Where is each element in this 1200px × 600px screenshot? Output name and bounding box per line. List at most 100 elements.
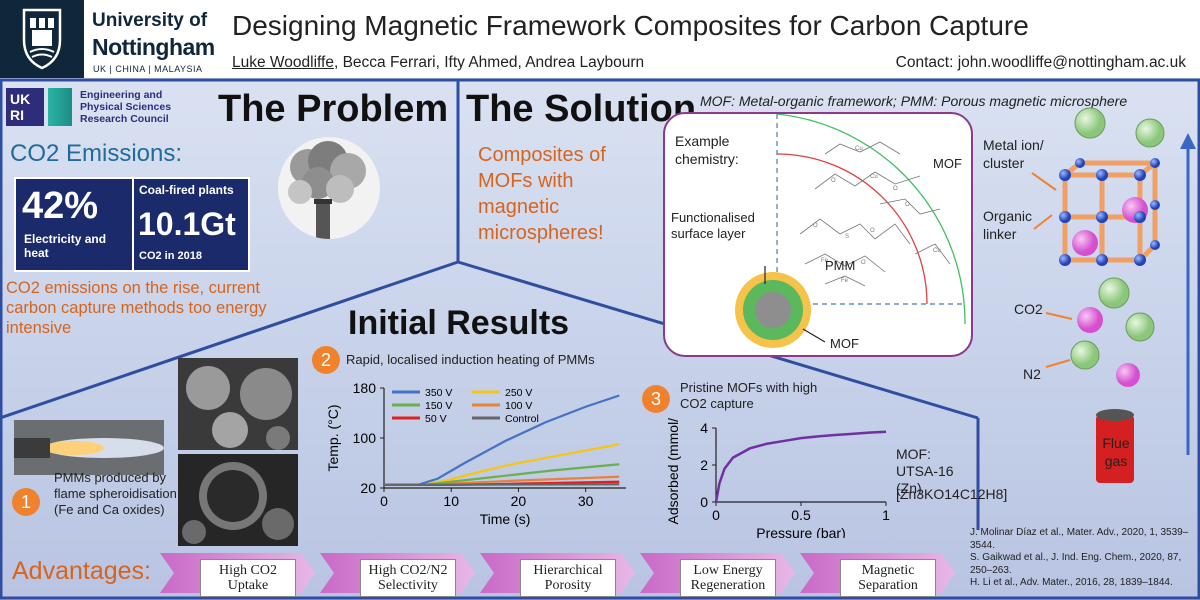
svg-text:Fe: Fe	[841, 278, 849, 284]
epsrc-name: Engineering and Physical Sciences Resear…	[80, 89, 172, 125]
y-axis-label: Temp. (°C)	[325, 404, 341, 471]
smokestack-image	[278, 137, 380, 239]
coal-plants-year-label: CO2 in 2018	[139, 250, 202, 262]
advantage-item-3: Hierarchical Porosity	[520, 559, 616, 597]
x-tick-label: 1	[882, 507, 890, 523]
x-tick-label: 0	[380, 493, 388, 509]
sem-image-microspheres	[178, 358, 298, 450]
series-line-0	[384, 394, 620, 486]
flame-photo	[14, 420, 164, 475]
metal-ion-label: Metal ion/ cluster	[983, 137, 1044, 171]
step-1-badge: 1	[12, 488, 40, 516]
svg-text:O: O	[861, 260, 866, 266]
y-tick-label: 20	[360, 480, 376, 496]
sem-image-cross-section	[178, 454, 298, 546]
svg-text:O: O	[870, 228, 875, 234]
author-list: Luke Woodliffe, Becca Ferrari, Ifty Ahme…	[232, 54, 644, 72]
stat-divider	[132, 177, 134, 272]
step-2-badge: 2	[312, 346, 340, 374]
lead-author: Luke Woodliffe	[232, 54, 334, 71]
legend-entry: 100 V	[505, 400, 532, 412]
organic-linker-label: Organic linker	[983, 208, 1033, 242]
x-tick-label: 20	[511, 493, 527, 509]
abbreviation-note: MOF: Metal-organic framework; PMM: Porou…	[700, 93, 1128, 109]
advantage-item-1: High CO2 Uptake	[200, 559, 296, 597]
pmm-label: PMM	[825, 258, 856, 273]
advantage-item-2: High CO2/N2 Selectivity	[360, 559, 456, 597]
x-axis-label: Pressure (bar)	[756, 525, 845, 538]
y-tick-label: 0	[700, 494, 708, 510]
electricity-label: Electricity and heat	[24, 232, 107, 260]
mof-shell-label: MOF	[830, 336, 859, 351]
x-tick-label: 30	[578, 493, 594, 509]
co2-molecule-label: CO2	[1014, 301, 1043, 317]
results-heading: Initial Results	[348, 304, 570, 342]
y-axis-label: Adsorbed (mmol/g)	[665, 418, 681, 525]
mof-name-note: MOF: UTSA-16 (Zn)	[896, 446, 954, 496]
advantage-item-5: Magnetic Separation	[840, 559, 936, 597]
legend-entry: 150 V	[425, 400, 452, 412]
epsrc-logo-mark	[48, 88, 72, 126]
svg-text:Cu: Cu	[855, 146, 863, 152]
mof-formula: [Zn3KO14C12H8]	[896, 486, 1008, 502]
reference-2: S. Gaikwad et al., J. Ind. Eng. Chem., 2…	[970, 552, 1182, 576]
ukri-logo: UK RI	[6, 88, 44, 126]
x-tick-label: 10	[443, 493, 459, 509]
example-chemistry-label: Example chemistry:	[675, 133, 739, 167]
legend-entry: 350 V	[425, 387, 452, 399]
university-name-line2: Nottingham	[92, 34, 215, 60]
advantage-item-4: Low Energy Regeneration	[680, 559, 776, 597]
legend-entry: 50 V	[425, 413, 447, 425]
svg-text:O: O	[893, 186, 898, 192]
x-axis-label: Time (s)	[480, 511, 531, 527]
header-bar	[0, 0, 1200, 78]
axes: 0 10 20 30 20 100 180	[353, 380, 626, 509]
advantages-label: Advantages:	[12, 557, 151, 585]
step-3-badge: 3	[642, 385, 670, 413]
step-3-caption: Pristine MOFs with high CO2 capture	[680, 380, 818, 411]
series-line-0	[714, 430, 887, 503]
functionalised-layer-label: Functionalised surface layer	[671, 210, 755, 241]
step-1-caption: PMMs produced by flame spheroidisation (…	[54, 470, 177, 517]
y-tick-label: 100	[353, 430, 377, 446]
university-crest-logo	[0, 0, 84, 78]
contact-email: Contact: john.woodliffe@nottingham.ac.uk	[895, 54, 1186, 71]
co2-emissions-label: CO2 Emissions:	[10, 140, 183, 167]
flue-gas-label: Flue gas	[1102, 435, 1130, 469]
n2-molecule-label: N2	[1023, 366, 1041, 382]
reference-1: J. Molinar Díaz et al., Mater. Adv., 202…	[970, 527, 1189, 551]
mof-framework-diagram	[1031, 107, 1196, 483]
x-tick-label: 0	[712, 507, 720, 523]
svg-text:O: O	[905, 202, 910, 208]
co-authors: , Becca Ferrari, Ifty Ahmed, Andrea Layb…	[333, 54, 645, 71]
series-line-5	[383, 483, 620, 486]
legend-entry: 250 V	[505, 387, 532, 399]
problem-heading: The Problem	[218, 88, 449, 130]
solution-description: Composites of MOFs with magnetic microsp…	[478, 144, 606, 244]
advantages-row: High CO2 Uptake High CO2/N2 Selectivity Hi…	[160, 553, 960, 598]
step-2-caption: Rapid, localised induction heating of PM…	[346, 352, 595, 367]
y-tick-label: 4	[700, 420, 708, 436]
legend-entry: Control	[505, 413, 539, 425]
legend: 350 V 250 V 150 V 100 V 50 V Control	[392, 387, 539, 425]
university-name-line1: University of	[92, 10, 208, 31]
svg-text:Cu: Cu	[870, 174, 878, 180]
y-tick-label: 2	[700, 457, 708, 473]
svg-text:Cu: Cu	[933, 248, 941, 254]
y-tick-label: 180	[353, 380, 377, 396]
coal-plants-value: 10.1Gt	[138, 206, 236, 242]
solution-heading: The Solution	[466, 88, 697, 130]
university-campuses: UK | CHINA | MALAYSIA	[93, 64, 203, 74]
svg-text:O: O	[831, 178, 836, 184]
mof-layer-label: MOF	[933, 156, 962, 171]
reference-3: H. Li et al., Adv. Mater., 2016, 28, 183…	[970, 577, 1173, 588]
svg-text:O: O	[813, 223, 818, 229]
references: J. Molinar Díaz et al., Mater. Adv., 202…	[970, 527, 1196, 590]
electricity-percentage: 42%	[22, 185, 99, 227]
poster-title: Designing Magnetic Framework Composites …	[232, 10, 1029, 41]
svg-text:Fe: Fe	[821, 258, 829, 264]
svg-text:S: S	[845, 234, 849, 240]
